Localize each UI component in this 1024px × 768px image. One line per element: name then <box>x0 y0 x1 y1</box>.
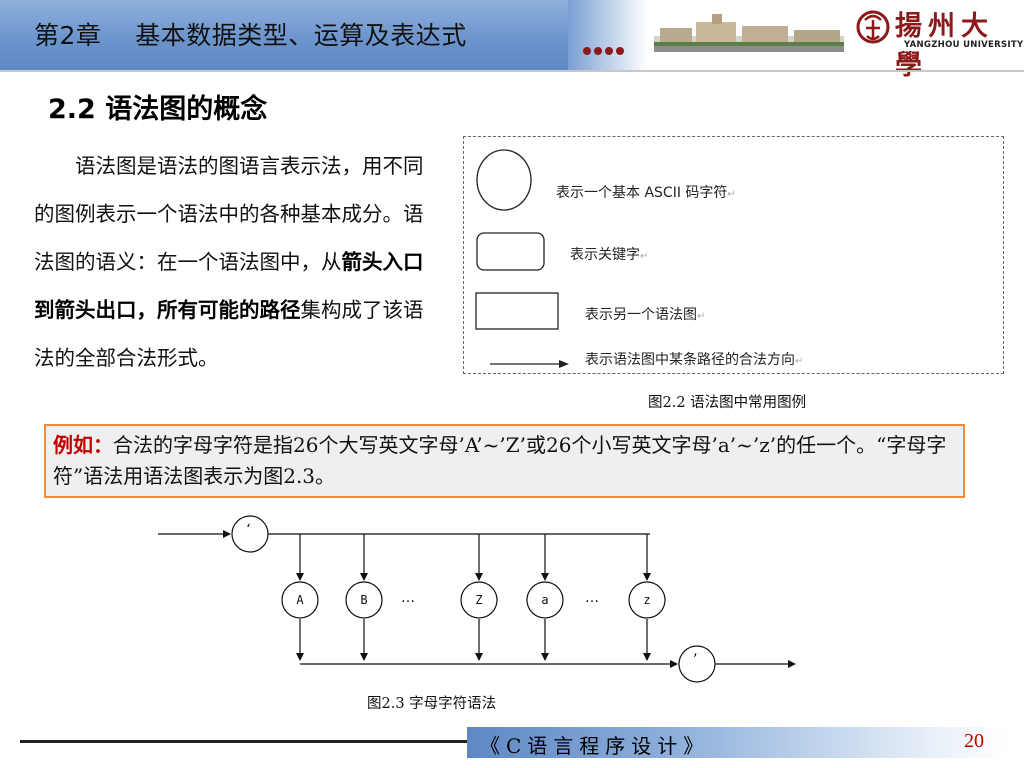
intro-bold-text: 箭头入口到箭头出口，所有可能的路径 <box>34 250 424 322</box>
page-number: 20 <box>964 730 984 752</box>
diagram-quote-top-text: ‘ <box>246 522 250 538</box>
node-B-label: B <box>360 593 367 607</box>
diagram-ellipsis-1: … <box>401 590 415 606</box>
node-z-label: z <box>643 593 650 607</box>
node-z <box>628 581 666 619</box>
example-label: 例如： <box>53 433 113 457</box>
legend-arrow-label: 表示语法图中某条路径的合法方向↵ <box>585 349 803 369</box>
figure-2-2-caption: 图2.2 语法图中常用图例 <box>648 395 807 411</box>
paragraph-mark: ↵ <box>697 311 706 322</box>
legend-arrow-text: 表示语法图中某条路径的合法方向 <box>585 352 795 368</box>
intro-text-2: 集构成了该语法的全部合法形式。 <box>34 298 424 370</box>
legend-rect-text: 表示另一个语法图 <box>585 307 697 323</box>
node-a-label: a <box>541 593 548 607</box>
university-logo-text: 揚州大學 <box>895 11 994 81</box>
decorative-dots <box>583 40 627 59</box>
legend-arrow-head <box>559 360 569 368</box>
title-bar <box>0 0 568 70</box>
node-a <box>526 581 564 619</box>
campus-building-image <box>654 14 844 52</box>
node-A <box>281 581 319 619</box>
node-Z <box>460 581 498 619</box>
legend-circle-label: 表示一个基本 ASCII 码字符↵ <box>556 182 736 202</box>
legend-circle-text: 表示一个基本 ASCII 码字符 <box>556 185 728 201</box>
section-heading: 2.2 语法图的概念 <box>48 94 268 125</box>
legend-rect-shape <box>475 292 559 330</box>
node-Z-label: Z <box>475 593 482 607</box>
footer-line <box>20 740 467 743</box>
chapter-title: 第2章 基本数据类型、运算及表达式 <box>34 21 467 50</box>
diagram-quote-bottom-text: ’ <box>693 652 697 668</box>
paragraph-mark: ↵ <box>727 189 736 200</box>
example-body: 合法的字母字符是指26个大写英文字母’A’~’Z’或26个小写英文字母’a’~’… <box>53 433 947 488</box>
figure-2-3-caption: 图2.3 字母字符语法 <box>367 696 497 712</box>
legend-rounded-rect-shape <box>476 232 545 271</box>
paragraph-mark: ↵ <box>640 251 649 262</box>
letter-syntax-diagram: ‘ A B Z a z … … ’ <box>158 515 796 683</box>
intro-paragraph: 语法图是语法的图语言表示法，用不同的图例表示一个语法中的各种基本成分。语法图的语… <box>34 142 424 382</box>
course-name: 《C语言程序设计》 <box>480 734 710 758</box>
example-callout-text: 例如：合法的字母字符是指26个大写英文字母’A’~’Z’或26个小写英文字母’a… <box>53 430 953 492</box>
university-english-name: YANGZHOU UNIVERSITY <box>904 40 1024 50</box>
intro-text-1: 语法图是语法的图语言表示法，用不同的图例表示一个语法中的各种基本成分。语法图的语… <box>34 154 424 274</box>
legend-rect-label: 表示另一个语法图↵ <box>585 304 705 324</box>
legend-circle-shape <box>476 149 532 211</box>
example-callout-box <box>44 424 965 498</box>
university-seal-icon <box>856 10 890 44</box>
legend-rounded-text: 表示关键字 <box>570 247 640 263</box>
node-B <box>345 581 383 619</box>
legend-shapes <box>475 149 569 368</box>
letter-nodes <box>281 581 666 619</box>
legend-rounded-label: 表示关键字↵ <box>570 244 648 264</box>
paragraph-mark: ↵ <box>795 356 804 367</box>
footer-bar <box>467 727 1007 758</box>
header-divider <box>0 70 1024 72</box>
node-A-label: A <box>296 593 304 607</box>
title-bar-fade <box>568 0 648 70</box>
legend-figure-box <box>463 136 1004 374</box>
diagram-ellipsis-2: … <box>585 590 599 606</box>
